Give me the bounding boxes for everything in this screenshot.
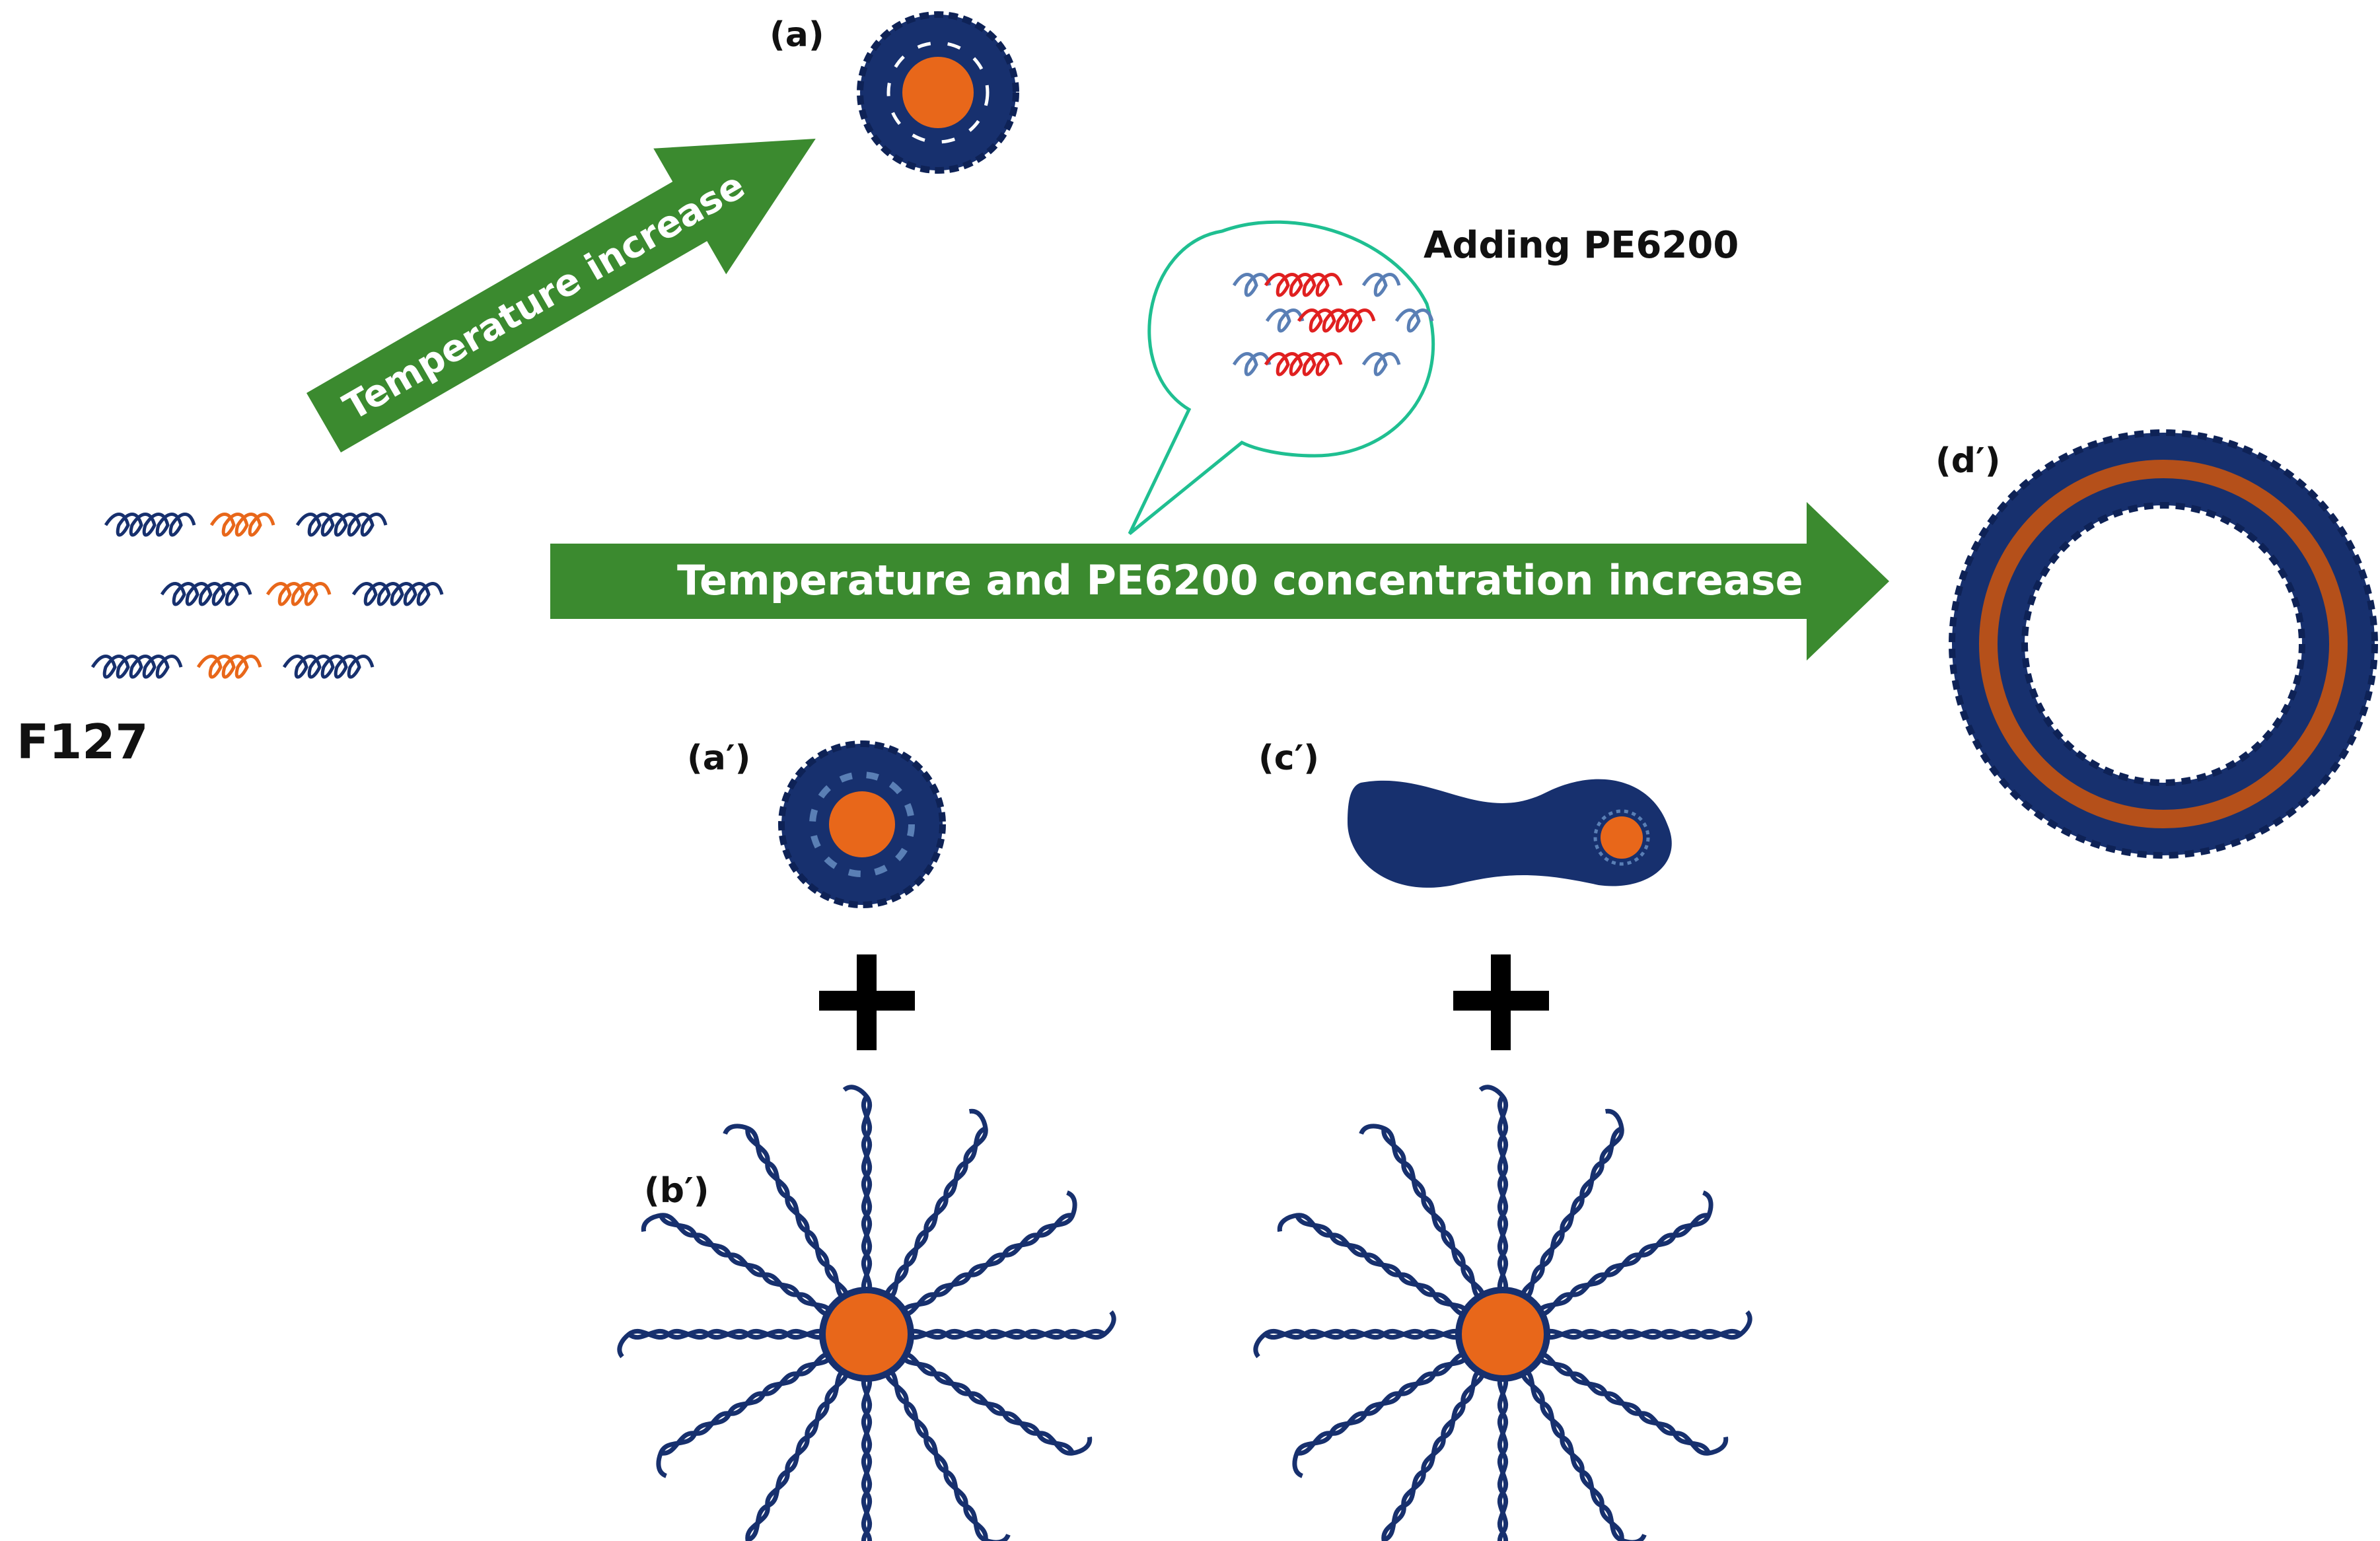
temperature-increase-arrow: Temperature increase (307, 139, 816, 453)
mixed-micelle-icon (778, 740, 946, 908)
plus-sign-right (1453, 954, 1549, 1050)
label-a: (a) (770, 15, 824, 55)
main-process-label: Temperature and PE6200 concentration inc… (677, 556, 1803, 604)
label-a-prime: (a′) (687, 738, 750, 778)
f127-chain-icon (92, 515, 442, 678)
pe6200-speech-bubble (1128, 220, 1435, 535)
label-c-prime: (c′) (1258, 738, 1319, 778)
label-b-prime: (b′) (644, 1171, 709, 1211)
star-micelle-icon (620, 1087, 1114, 1541)
adding-pe6200-label: Adding PE6200 (1424, 224, 1739, 267)
star-micelle-icon (1256, 1087, 1750, 1541)
wormlike-micelle-icon (1348, 779, 1672, 888)
label-d-prime: (d′) (1935, 441, 2000, 481)
temperature-increase-label: Temperature increase (336, 164, 752, 429)
micelle-icon (857, 11, 1019, 174)
plus-sign-left (819, 954, 915, 1050)
f127-label: F127 (17, 714, 148, 770)
vesicle-icon (1949, 429, 2378, 859)
main-process-arrow: Temperature and PE6200 concentration inc… (550, 502, 1889, 661)
